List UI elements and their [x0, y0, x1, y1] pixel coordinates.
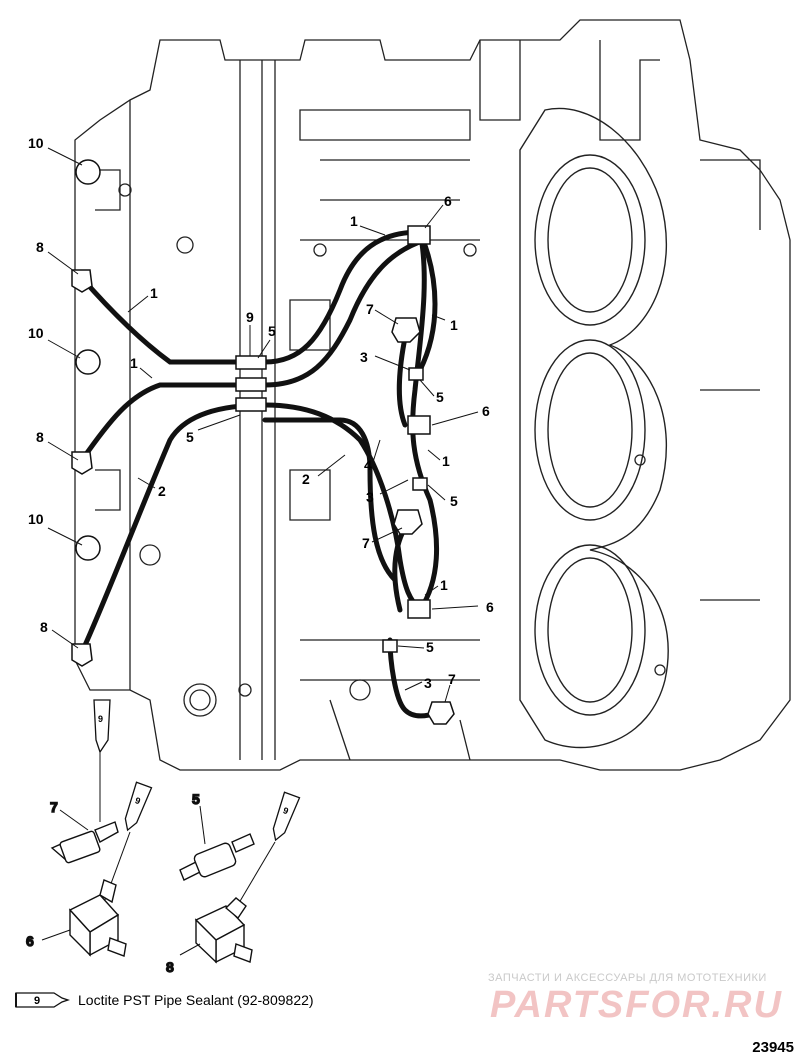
callout-6: 6 [486, 599, 494, 615]
callout-1: 1 [130, 355, 138, 371]
svg-text:9: 9 [98, 714, 103, 724]
detail-fitting-7: 7 [49, 798, 119, 864]
callout-3: 3 [424, 675, 432, 691]
fittings [71, 159, 455, 725]
callout-6: 6 [482, 403, 490, 419]
legend: 9 Loctite PST Pipe Sealant (92-809822) [14, 990, 314, 1010]
sealant-tube-6: 9 [124, 781, 153, 832]
svg-text:9: 9 [282, 805, 290, 816]
callout-1: 1 [350, 213, 358, 229]
callout-9: 9 [246, 309, 254, 325]
detail-tee-6: 6 [25, 879, 127, 957]
cylinder-bores [519, 107, 669, 749]
callout-3: 3 [366, 489, 374, 505]
detail-elbow-8: 8 [165, 897, 253, 976]
callout-5: 5 [268, 323, 276, 339]
callout-labels: 10 8 1 10 1 8 2 10 8 9 5 5 1 6 7 1 3 5 6… [28, 135, 494, 691]
callout-5: 5 [426, 639, 434, 655]
callout-5: 5 [436, 389, 444, 405]
sealant-tube-7: 9 [93, 699, 111, 822]
callout-10: 10 [28, 511, 44, 527]
sealant-tubes: 9 9 9 [93, 699, 301, 909]
detail-callout-8: 8 [166, 959, 174, 975]
callout-5: 5 [186, 429, 194, 445]
svg-text:9: 9 [34, 995, 40, 1007]
callout-7: 7 [362, 535, 370, 551]
sealant-tube-8: 9 [272, 791, 301, 842]
callout-6: 6 [444, 193, 452, 209]
callout-3: 3 [360, 349, 368, 365]
callout-4: 4 [364, 457, 372, 473]
detail-check-valve-5: 5 [179, 790, 255, 881]
watermark-tagline: ЗАПЧАСТИ И АКСЕССУАРЫ ДЛЯ МОТОТЕХНИКИ [488, 972, 767, 984]
callout-7: 7 [366, 301, 374, 317]
detail-callout-5: 5 [192, 791, 200, 807]
watermark-logo: PARTSFOR.RU [490, 984, 783, 1026]
callout-8: 8 [40, 619, 48, 635]
sealant-tube-icon: 9 [15, 992, 70, 1008]
svg-text:9: 9 [134, 795, 142, 806]
callout-8: 8 [36, 239, 44, 255]
callout-1: 1 [440, 577, 448, 593]
callout-10: 10 [28, 135, 44, 151]
callout-10: 10 [28, 325, 44, 341]
callout-7: 7 [448, 671, 456, 687]
legend-text: Loctite PST Pipe Sealant (92-809822) [78, 992, 314, 1008]
detail-callout-6: 6 [26, 933, 34, 949]
callout-5: 5 [450, 493, 458, 509]
callout-2: 2 [302, 471, 310, 487]
leader-lines [47, 147, 479, 703]
callout-1: 1 [442, 453, 450, 469]
figure-number: 23945 [752, 1039, 794, 1056]
callout-2: 2 [158, 483, 166, 499]
callout-1: 1 [450, 317, 458, 333]
callout-8: 8 [36, 429, 44, 445]
detail-callout-7: 7 [50, 799, 58, 815]
callout-1: 1 [150, 285, 158, 301]
